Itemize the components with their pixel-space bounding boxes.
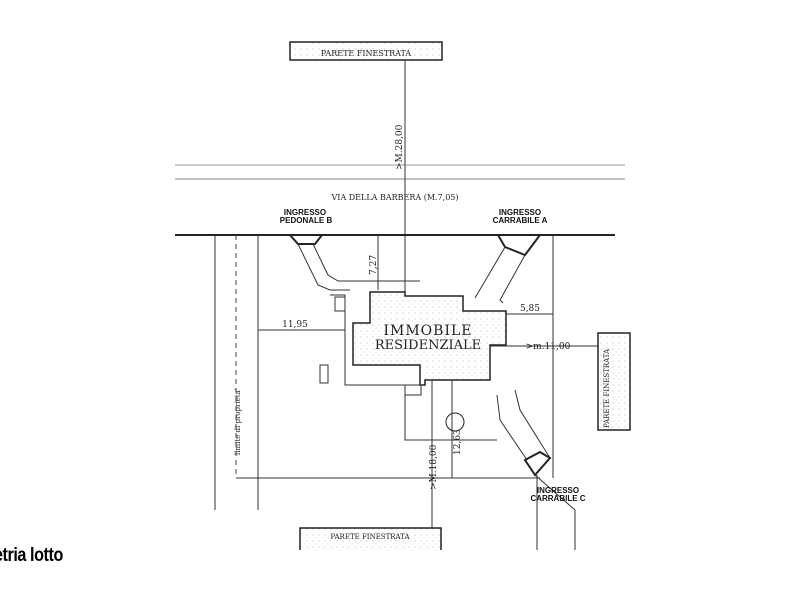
stairs-north	[334, 296, 346, 312]
street-label: VIA DELLA BARBERA (M.7,05)	[331, 193, 459, 202]
stairs-south	[404, 384, 422, 396]
distance-top-label: >M.28,00	[395, 124, 405, 170]
ingresso-a-label-1: INGRESSO	[499, 208, 541, 217]
ingresso-a-label-2: CARRABILE A	[493, 216, 548, 225]
property-limit-label: limite di proprieta'	[234, 388, 242, 455]
parete-finestrata-top: PARETE FINESTRATA	[289, 41, 443, 61]
caption: etria lotto	[0, 545, 63, 566]
ingresso-b-label-2: PEDONALE B	[280, 216, 333, 225]
entrance-b-path	[297, 243, 420, 291]
building-label-2: RESIDENZIALE	[375, 338, 481, 353]
dim-1195-label: 11,95	[282, 320, 308, 330]
distance-bottom-label: >M.18,00	[429, 444, 439, 490]
entrance-c-road	[534, 474, 576, 550]
entrance-b-gate	[289, 234, 323, 245]
entrance-a-gate	[497, 234, 541, 257]
dim-1263-label: 12,63	[453, 429, 463, 455]
building-footprint	[352, 291, 507, 386]
parete-bottom-label: PARETE FINESTRATA	[330, 533, 410, 541]
parete-finestrata-right: PARETE FINESTRATA	[597, 332, 631, 431]
parete-right-label: PARETE FINESTRATA	[603, 348, 611, 428]
building-label-1: IMMOBILE	[383, 323, 472, 339]
parete-top-label: PARETE FINESTRATA	[321, 49, 412, 58]
dim-1263-marker	[445, 412, 465, 432]
parete-finestrata-bottom: PARETE FINESTRATA	[299, 527, 442, 550]
entrance-c-gate	[523, 450, 552, 477]
distance-right-label: >m.11,00	[526, 342, 571, 352]
ingresso-b-label-1: INGRESSO	[284, 208, 326, 217]
dim-727-label: 7,27	[369, 255, 379, 275]
ingresso-c-label-2: CARRABILE C	[530, 494, 585, 503]
entrance-c-path	[496, 389, 551, 461]
dim-585-label: 5,85	[520, 304, 540, 314]
stairs-west	[319, 364, 329, 384]
court-line	[404, 395, 497, 441]
ingresso-c-label-1: INGRESSO	[537, 486, 579, 495]
entrance-a-path	[474, 246, 526, 304]
